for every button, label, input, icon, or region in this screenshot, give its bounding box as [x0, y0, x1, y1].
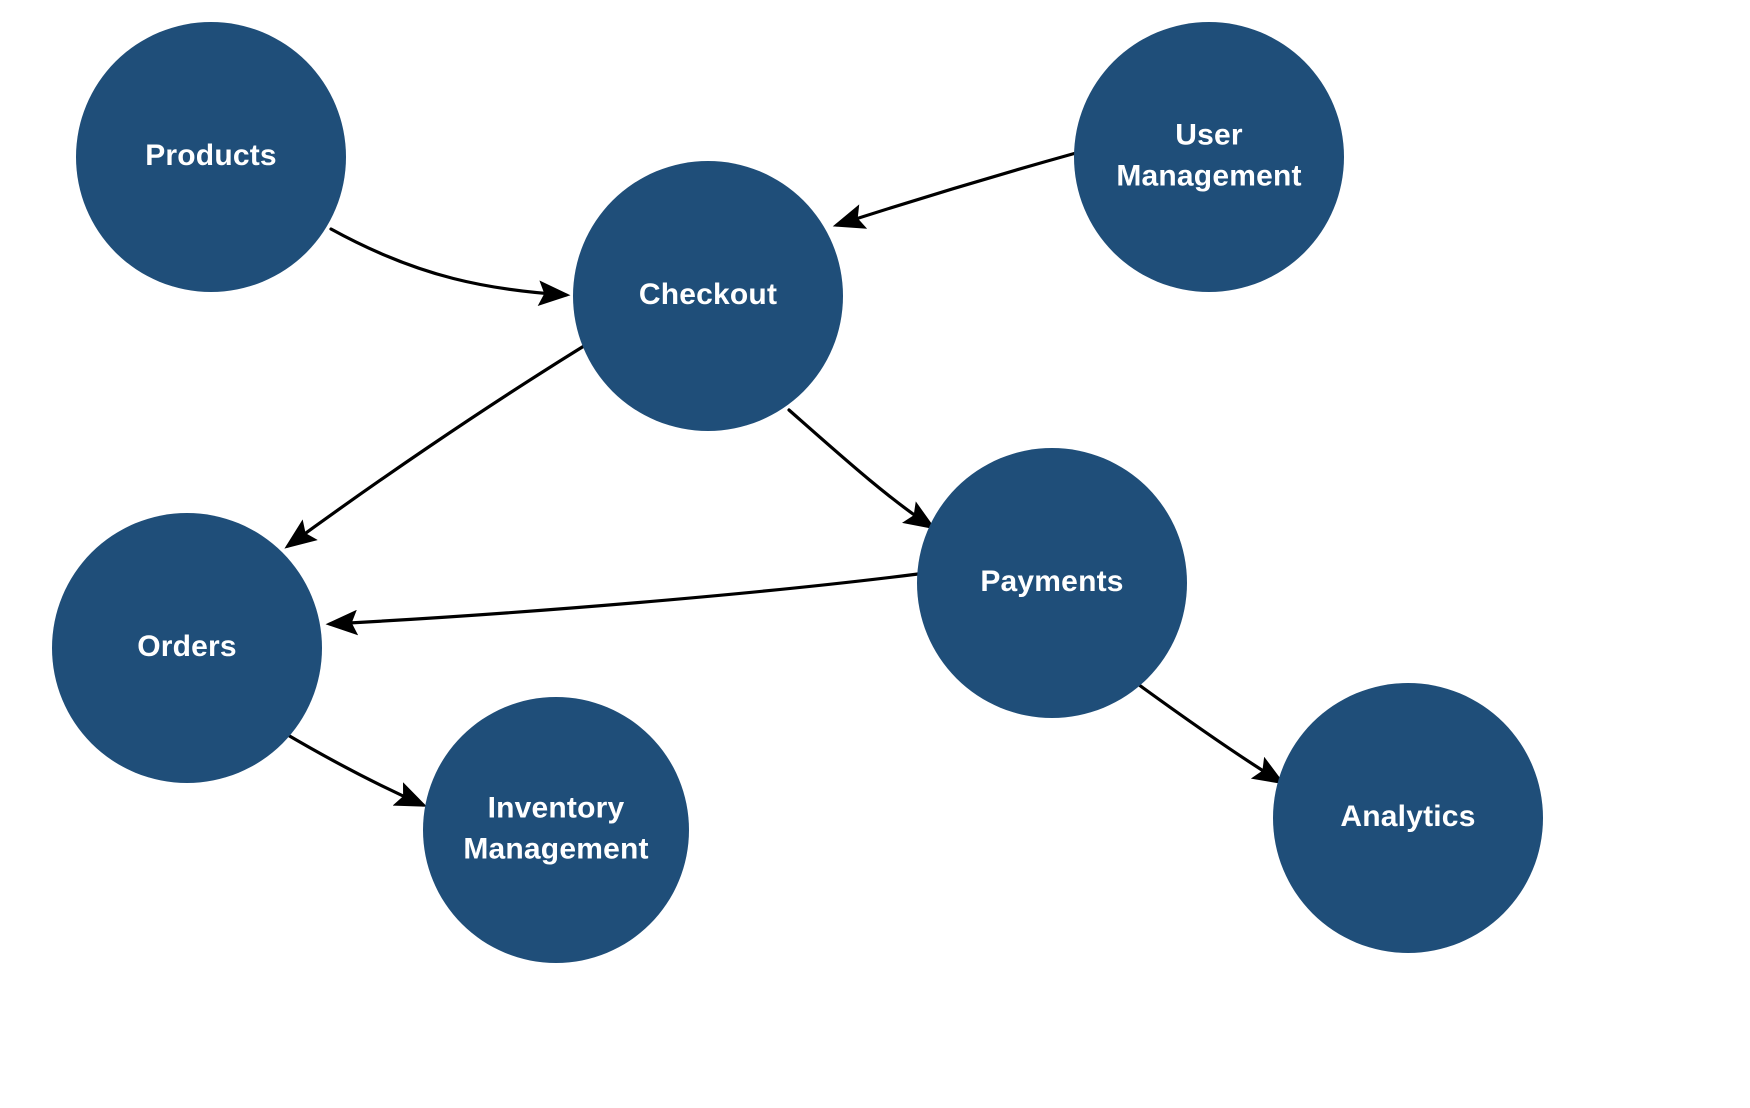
node-circle-user-management[interactable] [1074, 22, 1344, 292]
node-checkout[interactable]: Checkout [573, 161, 843, 431]
node-analytics[interactable]: Analytics [1273, 683, 1543, 953]
node-products[interactable]: Products [76, 22, 346, 292]
edge-payments-to-analytics[interactable] [1133, 680, 1285, 785]
edge-checkout-to-payments[interactable] [787, 408, 936, 530]
node-circle-analytics[interactable] [1273, 683, 1543, 953]
node-circle-inventory-management[interactable] [423, 697, 689, 963]
node-orders[interactable]: Orders [52, 513, 322, 783]
node-circle-products[interactable] [76, 22, 346, 292]
edge-user-management-to-checkout[interactable] [832, 151, 1078, 229]
node-circle-orders[interactable] [52, 513, 322, 783]
edge-orders-to-inventory-management[interactable] [279, 729, 428, 807]
node-circle-payments[interactable] [917, 448, 1187, 718]
node-payments[interactable]: Payments [917, 448, 1187, 718]
edges-layer [279, 151, 1285, 807]
node-circle-checkout[interactable] [573, 161, 843, 431]
edge-checkout-to-orders[interactable] [284, 339, 594, 549]
edge-products-to-checkout[interactable] [329, 227, 571, 306]
edge-payments-to-orders[interactable] [325, 572, 920, 636]
